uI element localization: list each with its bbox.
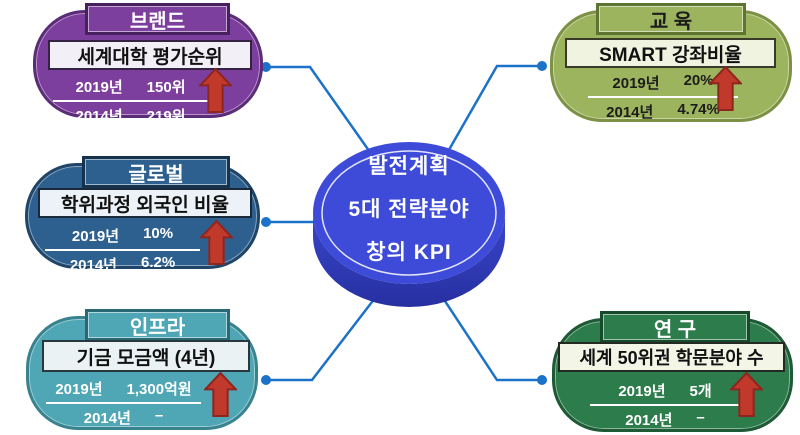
kpi-node-brand: 브랜드 세계대학 평가순위 2019년 150위 2014년 219위 [33,3,263,125]
node-title-banner: 인프라 [85,309,230,341]
row-divider [588,96,738,98]
up-arrow-icon [204,372,237,417]
metric-box: 기금 모금액 (4년) [42,340,250,372]
cylinder-face [313,142,505,284]
center-cylinder [313,142,505,307]
node-rows: 2019년 1,300억원 2014년 – [46,376,201,430]
kpi-node-infra: 인프라 기금 모금액 (4년) 2019년 1,300억원 2014년 – [26,309,258,430]
node-title: 브랜드 [129,10,186,33]
row-2019: 2019년 5개 [590,378,740,403]
metric-box: 세계대학 평가순위 [48,40,252,70]
row-2014: 2014년 – [590,407,740,432]
row-value: – [696,409,705,426]
row-value: 150위 [146,79,186,96]
row-value: 6.2% [140,254,176,271]
connector-dot [261,375,271,385]
row-2014: 2014년 4.74% [588,99,738,124]
row-year: 2019년 [75,79,123,96]
kpi-node-research: 연 구 세계 50위권 학문분야 수 2019년 5개 2014년 – [552,311,793,432]
up-arrow-icon [200,220,233,265]
node-title-banner: 연 구 [600,311,750,343]
row-divider [590,404,740,406]
row-year: 2019년 [55,381,103,398]
row-divider [53,100,208,102]
up-arrow-icon [730,372,763,417]
kpi-node-global: 글로벌 학위과정 외국인 비율 2019년 10% 2014년 6.2% [25,156,260,274]
row-2014: 2014년 – [46,405,201,430]
row-year: 2014년 [75,108,123,125]
row-2014: 2014년 6.2% [45,252,200,277]
connector-infra [266,297,376,382]
node-rows: 2019년 20% 2014년 4.74% [588,70,738,124]
row-year: 2019년 [71,228,120,245]
row-year: 2014년 [83,410,131,427]
connector-dot [261,217,271,227]
node-title-banner: 브랜드 [85,3,230,35]
node-title: 글로벌 [128,163,184,186]
row-value: 4.74% [677,101,720,118]
row-2019: 2019년 150위 [53,74,208,99]
node-title: 인프라 [129,316,186,339]
row-divider [46,402,201,404]
connector-brand [266,65,374,156]
center-line-2: 5대 전략분야 [348,198,470,221]
row-2014: 2014년 219위 [53,103,208,128]
connector-dot [537,375,547,385]
row-value: 10% [143,225,174,242]
metric-box: 세계 50위권 학문분야 수 [558,342,785,372]
row-value: 20% [683,72,714,89]
row-divider [45,249,200,251]
metric-box: SMART 강좌비율 [565,38,776,68]
row-2019: 2019년 1,300억원 [46,376,201,401]
connector-dot [261,62,271,72]
row-2019: 2019년 10% [45,223,200,248]
row-year: 2014년 [606,104,654,121]
row-value: – [154,407,164,424]
node-title: 연 구 [653,318,697,341]
metric-box: 학위과정 외국인 비율 [38,188,252,218]
row-year: 2019년 [612,75,660,92]
row-2019: 2019년 20% [588,70,738,95]
row-year: 2014년 [69,257,117,274]
node-title: 교 육 [649,10,693,33]
cylinder-face-ring [321,150,497,276]
center-title: 발전계획 5대 전략분야 창의 KPI [305,154,513,283]
center-line-1: 발전계획 [368,155,450,178]
row-value: 219위 [146,108,186,125]
node-title-banner: 글로벌 [82,156,230,188]
node-rows: 2019년 10% 2014년 6.2% [45,223,200,277]
up-arrow-icon [709,66,742,111]
cylinder-side [313,213,505,307]
node-rows: 2019년 5개 2014년 – [590,378,740,432]
row-year: 2014년 [625,412,673,429]
row-value: 5개 [689,383,712,400]
kpi-node-education: 교 육 SMART 강좌비율 2019년 20% 2014년 4.74% [550,3,792,124]
node-title-banner: 교 육 [596,3,746,35]
node-rows: 2019년 150위 2014년 219위 [53,74,208,128]
up-arrow-icon [199,68,232,113]
connector-education [444,64,542,156]
connector-dot [537,61,547,71]
center-line-3: 창의 KPI [366,241,452,264]
row-value: 1,300억원 [126,381,192,398]
row-year: 2019년 [618,383,666,400]
connector-research [441,297,542,382]
